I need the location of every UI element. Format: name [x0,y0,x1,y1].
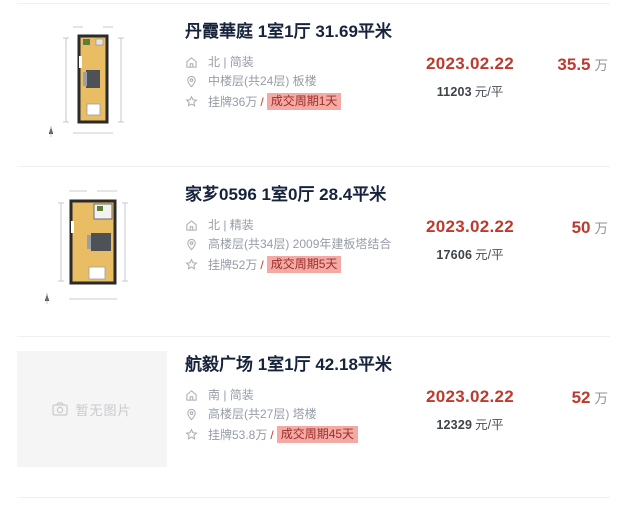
listing-info: 航毅广场 1室1厅 42.18平米 南 | 简装 高楼层(共27层) 塔楼 [185,351,415,497]
listing-card[interactable]: 丹霞華庭 1室1厅 31.69平米 北 | 简装 中楼层(共24层) 板楼 [17,4,610,167]
total-price-value: 50 [571,218,591,237]
total-price-unit: 万 [594,391,609,406]
slash-separator: / [260,94,264,109]
orientation-text: 北 | 简装 [208,55,254,69]
total-price-value: 52 [571,388,591,407]
sold-listings-page: 丹霞華庭 1室1厅 31.69平米 北 | 简装 中楼层(共24层) 板楼 [0,3,625,507]
deal-cycle-badge: 成交周期5天 [266,256,342,273]
floor-text: 高楼层(共27层) 塔楼 [208,407,317,421]
floorplan-image [49,26,124,137]
listing-list: 丹霞華庭 1室1厅 31.69平米 北 | 简装 中楼层(共24层) 板楼 [17,3,610,498]
star-icon [185,428,198,441]
unit-price-unit: 元/平 [474,85,504,99]
star-icon [185,95,198,108]
listing-price-text: 挂牌53.8万 [208,427,268,442]
listing-info: 丹霞華庭 1室1厅 31.69平米 北 | 简装 中楼层(共24层) 板楼 [185,18,415,166]
listing-price-row: 挂牌52万 / 成交周期5天 [185,256,415,273]
no-image-label: 暂无图片 [75,402,132,418]
floor-text: 中楼层(共24层) 板楼 [208,74,317,88]
location-pin-icon [185,75,198,88]
total-price-unit: 万 [594,58,609,73]
listing-title[interactable]: 航毅广场 1室1厅 42.18平米 [185,355,392,374]
house-icon [185,389,198,402]
total-price-unit: 万 [594,221,609,236]
location-pin-icon [185,408,198,421]
deal-date: 2023.02.22 [425,54,515,73]
listing-info: 家芗0596 1室0厅 28.4平米 北 | 精装 高楼层(共34层) 2009… [185,181,415,336]
listing-title[interactable]: 丹霞華庭 1室1厅 31.69平米 [185,22,392,41]
floorplan-image [45,190,128,304]
listing-card[interactable]: 家芗0596 1室0厅 28.4平米 北 | 精装 高楼层(共34层) 2009… [17,167,610,337]
listing-price-text: 挂牌52万 [208,257,258,272]
listing-thumbnail[interactable] [17,18,167,142]
deal-date: 2023.02.22 [425,217,515,236]
star-icon [185,258,198,271]
listing-price-row: 挂牌53.8万 / 成交周期45天 [185,426,415,443]
orientation-row: 北 | 简装 [185,55,415,69]
location-pin-icon [185,238,198,251]
unit-price-value: 11203 [436,85,472,99]
unit-price-unit: 元/平 [475,248,504,262]
floor-text: 高楼层(共34层) 2009年建板塔结合 [208,237,392,251]
no-image-placeholder: 暂无图片 [17,351,167,467]
unit-price-value: 12329 [436,418,473,432]
deal-date: 2023.02.22 [425,387,515,406]
slash-separator: / [260,257,264,272]
unit-price-unit: 元/平 [475,418,504,432]
deal-cycle-badge: 成交周期1天 [266,93,342,110]
total-price-value: 35.5 [557,55,591,74]
house-icon [185,219,198,232]
listing-price-row: 挂牌36万 / 成交周期1天 [185,93,415,110]
slash-separator: / [270,427,274,442]
floor-row: 中楼层(共24层) 板楼 [185,74,415,88]
floor-row: 高楼层(共34层) 2009年建板塔结合 [185,237,415,251]
orientation-row: 北 | 精装 [185,218,415,232]
deal-cycle-badge: 成交周期45天 [276,426,359,443]
unit-price-value: 17606 [436,248,473,262]
listing-card[interactable]: 暂无图片 航毅广场 1室1厅 42.18平米 南 | 简装 高楼层(共27层) … [17,337,610,498]
camera-icon [52,402,69,416]
listing-price-text: 挂牌36万 [208,94,258,109]
orientation-text: 南 | 简装 [208,388,254,402]
listing-thumbnail[interactable] [17,181,167,305]
orientation-text: 北 | 精装 [208,218,254,232]
orientation-row: 南 | 简装 [185,388,415,402]
listing-title[interactable]: 家芗0596 1室0厅 28.4平米 [185,185,387,204]
listing-thumbnail[interactable]: 暂无图片 [17,351,167,475]
floor-row: 高楼层(共27层) 塔楼 [185,407,415,421]
house-icon [185,56,198,69]
